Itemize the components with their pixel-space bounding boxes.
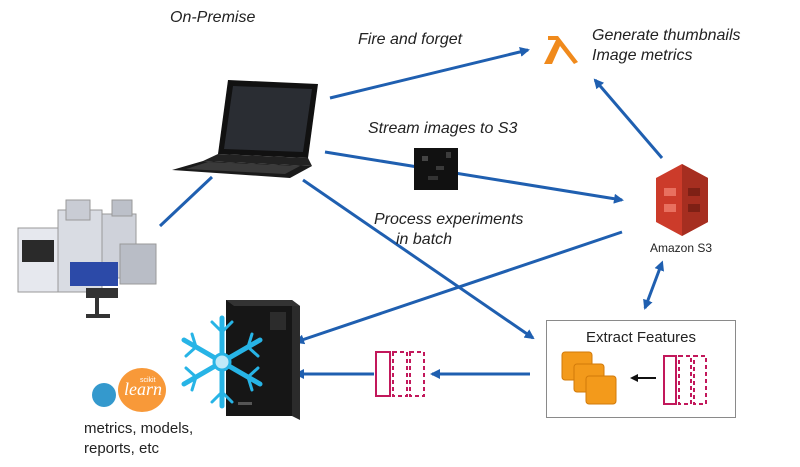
server-tower-icon bbox=[226, 300, 300, 420]
process-experiments-label: Process experiments bbox=[374, 211, 524, 228]
amazon-s3-icon bbox=[656, 164, 708, 236]
sklearn-logo bbox=[92, 368, 166, 412]
on-premise-label: On-Premise bbox=[170, 9, 256, 26]
image-metrics-label: Image metrics bbox=[592, 47, 693, 64]
arrow-s3-to-server bbox=[294, 230, 623, 345]
image-thumbnail-icon bbox=[414, 148, 458, 190]
arrow-s3-extract bbox=[643, 260, 664, 310]
laptop-icon bbox=[172, 80, 318, 178]
extract-features-title: Extract Features bbox=[585, 329, 697, 346]
lambda-icon bbox=[544, 36, 578, 64]
arrow-laptop-to-extract bbox=[302, 178, 535, 340]
in-batch-label: in batch bbox=[396, 231, 453, 248]
box-feature-vector-icon bbox=[663, 355, 707, 405]
extract-features-box: Extract Features bbox=[546, 320, 736, 418]
sklearn-word: learn bbox=[124, 379, 162, 399]
arrow-laptop-to-s3 bbox=[324, 150, 624, 204]
outputs-line-2: reports, etc bbox=[84, 440, 160, 457]
snowflake-icon bbox=[181, 315, 263, 409]
arrow-laptop-to-lambda bbox=[329, 47, 530, 100]
link-robot-laptop bbox=[158, 175, 214, 228]
arrow-s3-to-lambda bbox=[593, 78, 664, 159]
outputs-line-1: metrics, models, bbox=[84, 420, 194, 437]
sklearn-small-text: scikit bbox=[140, 377, 156, 384]
feature-vector-icon bbox=[375, 351, 425, 397]
feature-stack-icon bbox=[561, 351, 617, 405]
fire-and-forget-label: Fire and forget bbox=[358, 31, 463, 48]
amazon-s3-label: Amazon S3 bbox=[650, 241, 713, 255]
generate-thumbnails-label: Generate thumbnails bbox=[592, 27, 741, 44]
robot-lab-icon bbox=[17, 199, 157, 318]
stream-images-label: Stream images to S3 bbox=[368, 120, 518, 137]
